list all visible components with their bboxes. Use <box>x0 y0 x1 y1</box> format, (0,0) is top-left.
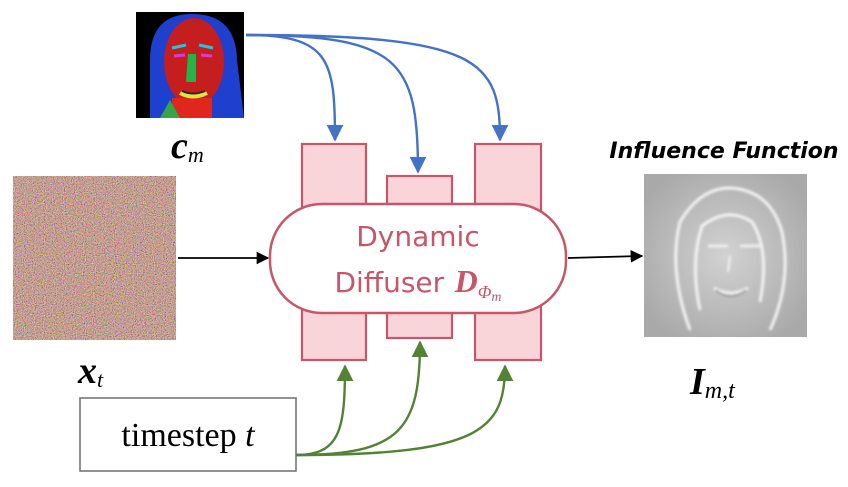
clothes-region <box>160 100 180 118</box>
condition-arrow-right <box>245 33 509 142</box>
output-arrow <box>567 250 644 263</box>
timestep-arrow-left <box>295 364 354 457</box>
segmentation-map-image <box>136 12 244 118</box>
condition-label: cm <box>171 125 204 167</box>
influence-function-title: Influence Function <box>609 139 838 164</box>
influence-label: Im,t <box>689 361 736 404</box>
timestep-box: timestep t <box>79 397 297 472</box>
diffuser-label-line1: Dynamic <box>356 220 479 253</box>
condition-arrow-left <box>245 33 344 142</box>
timestep-label: timestep <box>121 417 236 454</box>
condition-arrows <box>245 33 509 174</box>
dynamic-diffuser-box <box>268 202 568 315</box>
timestep-arrows <box>295 340 514 457</box>
diffuser-label-line2: Diffuser DΦm <box>334 263 501 305</box>
neck-region <box>172 98 212 118</box>
diffuser-blocks <box>268 142 568 362</box>
timestep-variable: t <box>245 417 256 454</box>
noisy-input-label: xt <box>77 350 104 392</box>
noisy-image <box>13 176 176 340</box>
nose-region <box>186 54 196 82</box>
influence-map-image <box>644 174 807 337</box>
timestep-arrow-right <box>295 364 514 457</box>
svg-text:timestep t: timestep t <box>121 417 256 454</box>
